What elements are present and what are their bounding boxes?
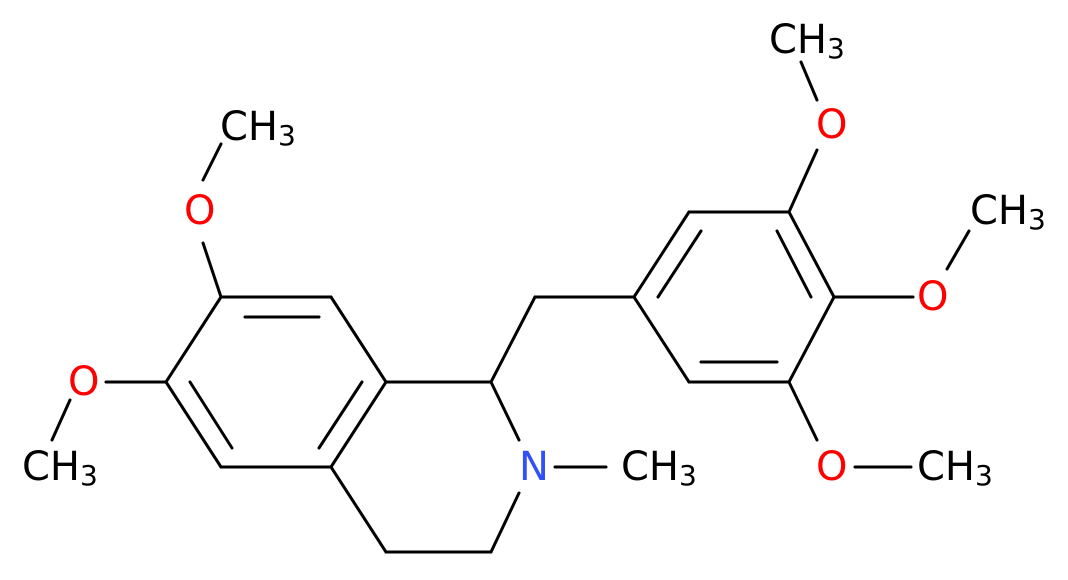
bond-ring-b-1	[632, 210, 691, 299]
bond-o-ch3-top-right	[799, 60, 819, 102]
methyl-label-top-left-sub: 3	[278, 119, 296, 152]
bond-o-ch3-right	[945, 229, 971, 271]
methyl-label-right: CH3	[970, 188, 1046, 236]
oxygen-label-mid-left: O	[68, 359, 99, 405]
bond-o-ch3-mid-left	[50, 398, 72, 442]
atom-labels: O CH3 O CH3 N CH3 O CH3 O CH3 O CH3	[22, 17, 1046, 492]
methyl-label-right-sub: 3	[1028, 203, 1046, 236]
bond-c7-o	[201, 241, 223, 299]
methyl-label-bottom-right-c: CH	[917, 444, 975, 490]
methyl-label-bottom-right: CH3	[917, 444, 993, 492]
oxygen-label-right: O	[917, 274, 948, 320]
oxygen-label-top-left: O	[184, 188, 215, 234]
bond-n-c3	[489, 491, 521, 554]
bond-ring-a-2	[329, 295, 388, 384]
nitrogen-label: N	[519, 444, 549, 490]
bond-c1-n	[489, 380, 521, 442]
methyl-label-n-sub: 3	[679, 459, 697, 492]
bond-c1-ch2	[489, 295, 537, 384]
methyl-label-right-c: CH	[970, 188, 1028, 234]
bond-ring-a-5-inner	[188, 380, 234, 450]
bond-c5b-o	[787, 380, 819, 442]
oxygen-label-top-right: O	[816, 102, 847, 148]
methyl-label-mid-left-sub: 3	[80, 459, 98, 492]
oxygen-label-bottom-right: O	[816, 444, 847, 490]
bond-ring-b-1-inner	[656, 229, 703, 299]
methyl-label-mid-left-c: CH	[22, 444, 80, 490]
bond-c3b-o	[787, 148, 819, 214]
bond-ring-b-6	[632, 295, 691, 384]
bond-ring-b-3	[787, 210, 836, 299]
methyl-label-top-right: CH3	[769, 17, 845, 65]
bond-ring-b-3-inner	[775, 229, 813, 299]
methyl-label-n-c: CH	[621, 444, 679, 490]
methyl-label-top-left-c: CH	[220, 104, 278, 150]
bonds	[50, 60, 971, 554]
bond-ring-a-3-inner	[317, 380, 364, 450]
methyl-label-top-right-c: CH	[769, 17, 827, 63]
bond-ring-a-6	[164, 295, 223, 384]
bond-ring-a-3	[329, 380, 388, 469]
bond-ring-b-4	[787, 295, 836, 384]
methyl-label-top-right-sub: 3	[827, 32, 845, 65]
bond-o-ch3-top-left	[201, 142, 223, 182]
methyl-label-n: CH3	[621, 444, 697, 492]
bond-ring-a-5	[164, 380, 223, 469]
methyl-label-mid-left: CH3	[22, 444, 98, 492]
methyl-label-top-left: CH3	[220, 104, 296, 152]
methyl-label-bottom-right-sub: 3	[975, 459, 993, 492]
bond-c4-c4a	[329, 465, 388, 554]
